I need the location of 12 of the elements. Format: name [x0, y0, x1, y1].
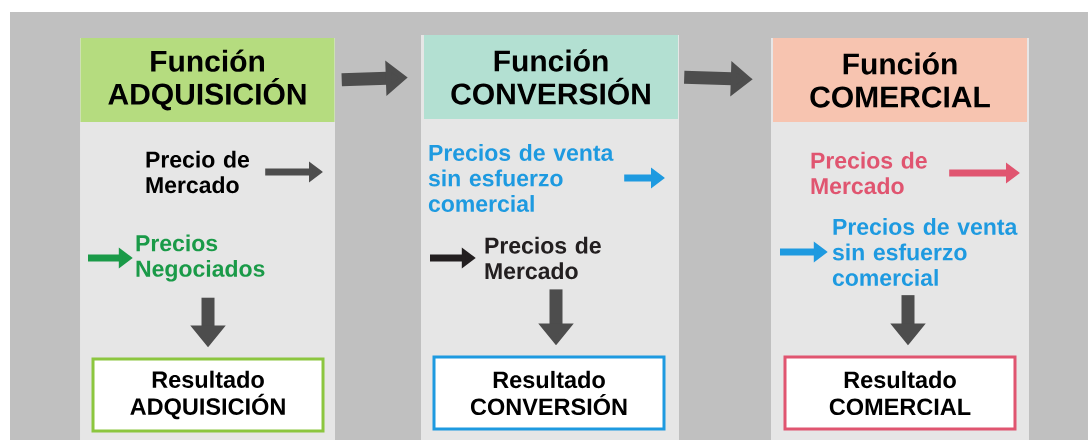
- result-box: Resultado COMERCIAL: [783, 355, 1017, 431]
- price-label: Precios de venta sin esfuerzo comercial: [428, 144, 614, 212]
- price-label: Precios de venta sin esfuerzo comercial: [832, 218, 1018, 286]
- price-label: Precios de Mercado: [485, 236, 601, 280]
- price-label: Precios Negociados: [136, 234, 265, 282]
- function-header: Función ADQUISICIÓN: [80, 38, 335, 122]
- result-box: Resultado CONVERSIÓN: [432, 355, 666, 431]
- result-box: Resultado ADQUISICIÓN: [91, 357, 325, 433]
- price-label: Precios de Mercado: [811, 151, 927, 195]
- function-header: Función CONVERSIÓN: [424, 35, 678, 119]
- function-header: Función COMERCIAL: [773, 38, 1027, 122]
- price-label: Precio de Mercado: [146, 150, 250, 194]
